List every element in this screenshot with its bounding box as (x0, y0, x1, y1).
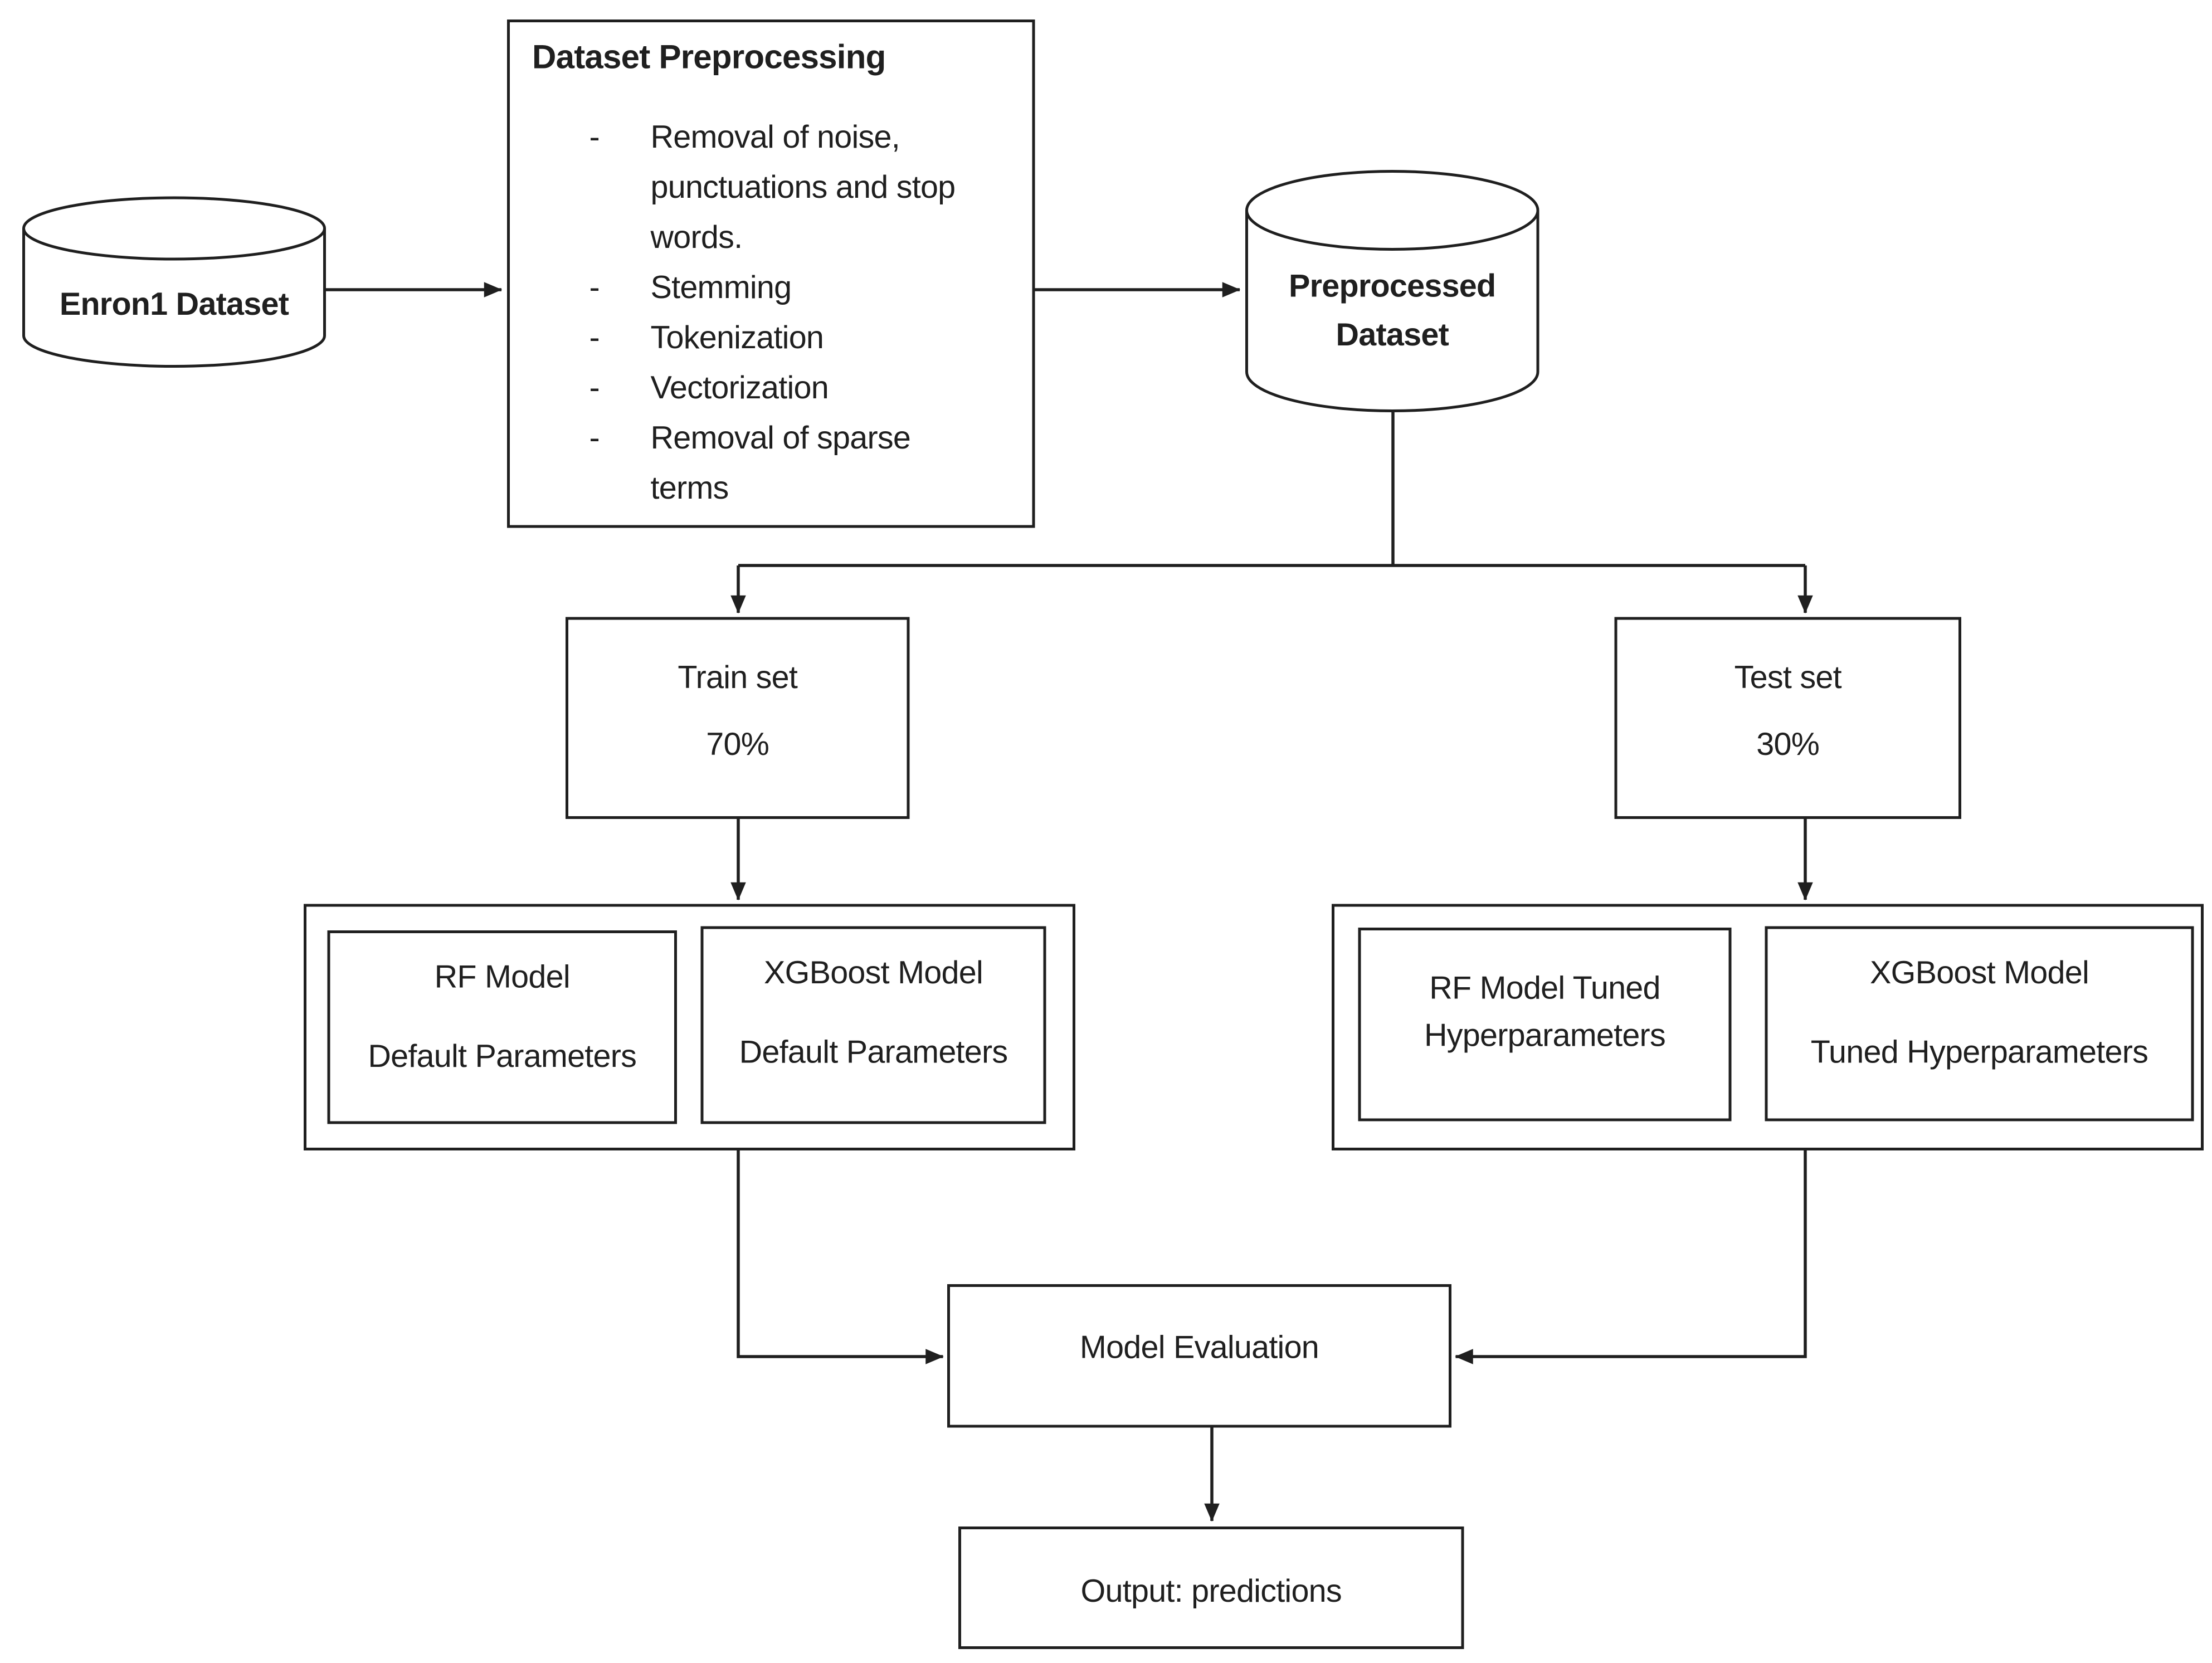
list-item-text: Removal of noise, punctuations and stop … (650, 118, 956, 255)
node-train-set: Train set 70% (566, 617, 910, 819)
dash-bullet: - (589, 319, 600, 355)
edge-tuned-group-to-evaluation (1455, 1150, 1807, 1364)
node-preprocessed-dataset: Preprocessed Dataset (1245, 170, 1539, 412)
preprocessing-title: Dataset Preprocessing (532, 39, 886, 77)
list-item: - Tokenization (589, 312, 1010, 362)
list-item: - Removal of sparse terms (589, 412, 1010, 513)
node-label: Preprocessed Dataset (1289, 267, 1496, 353)
list-item: - Removal of noise, punctuations and sto… (589, 111, 1010, 262)
node-label: Output: predictions (1080, 1572, 1342, 1609)
list-item-text: Tokenization (650, 319, 824, 355)
node-label: Model Evaluation (1079, 1329, 1319, 1365)
preprocessing-bullet-list: - Removal of noise, punctuations and sto… (589, 111, 1010, 513)
node-xgboost-tuned: XGBoost Model Tuned Hyperparameters (1765, 926, 2194, 1121)
node-output: Output: predictions (958, 1527, 1464, 1649)
dash-bullet: - (589, 269, 600, 305)
model-params: Tuned Hyperparameters (1810, 1033, 2148, 1070)
model-params: Default Parameters (368, 1037, 637, 1074)
cylinder-shape (1245, 170, 1539, 412)
cylinder-shape (22, 196, 326, 368)
node-model-evaluation: Model Evaluation (947, 1284, 1451, 1428)
list-item: - Vectorization (589, 362, 1010, 412)
model-name: RF Model (434, 958, 571, 994)
model-params: Default Parameters (739, 1033, 1008, 1070)
model-params: Hyperparameters (1424, 1017, 1666, 1053)
dash-bullet: - (589, 118, 600, 155)
node-dataset-preprocessing: Dataset Preprocessing - Removal of noise… (507, 19, 1035, 528)
node-xgboost-default: XGBoost Model Default Parameters (700, 926, 1046, 1124)
list-item-text: Vectorization (650, 369, 829, 406)
test-set-percentage: 30% (1756, 725, 1820, 762)
model-name: XGBoost Model (1870, 954, 2089, 991)
model-name: XGBoost Model (764, 954, 983, 991)
list-item-text: Stemming (650, 269, 792, 305)
list-item: - Stemming (589, 262, 1010, 312)
node-rf-tuned: RF Model Tuned Hyperparameters (1358, 928, 1732, 1121)
train-set-percentage: 70% (706, 725, 769, 762)
test-set-title: Test set (1734, 659, 1842, 695)
edge-default-group-to-evaluation (737, 1150, 944, 1364)
node-enron-dataset: Enron1 Dataset (22, 196, 326, 368)
list-item-text: Removal of sparse terms (650, 419, 911, 506)
node-rf-default: RF Model Default Parameters (327, 930, 677, 1124)
dash-bullet: - (589, 369, 600, 406)
model-name: RF Model Tuned (1429, 969, 1660, 1006)
dash-bullet: - (589, 419, 600, 456)
node-test-set: Test set 30% (1614, 617, 1961, 819)
train-set-title: Train set (678, 659, 798, 695)
node-label: Enron1 Dataset (59, 285, 289, 322)
